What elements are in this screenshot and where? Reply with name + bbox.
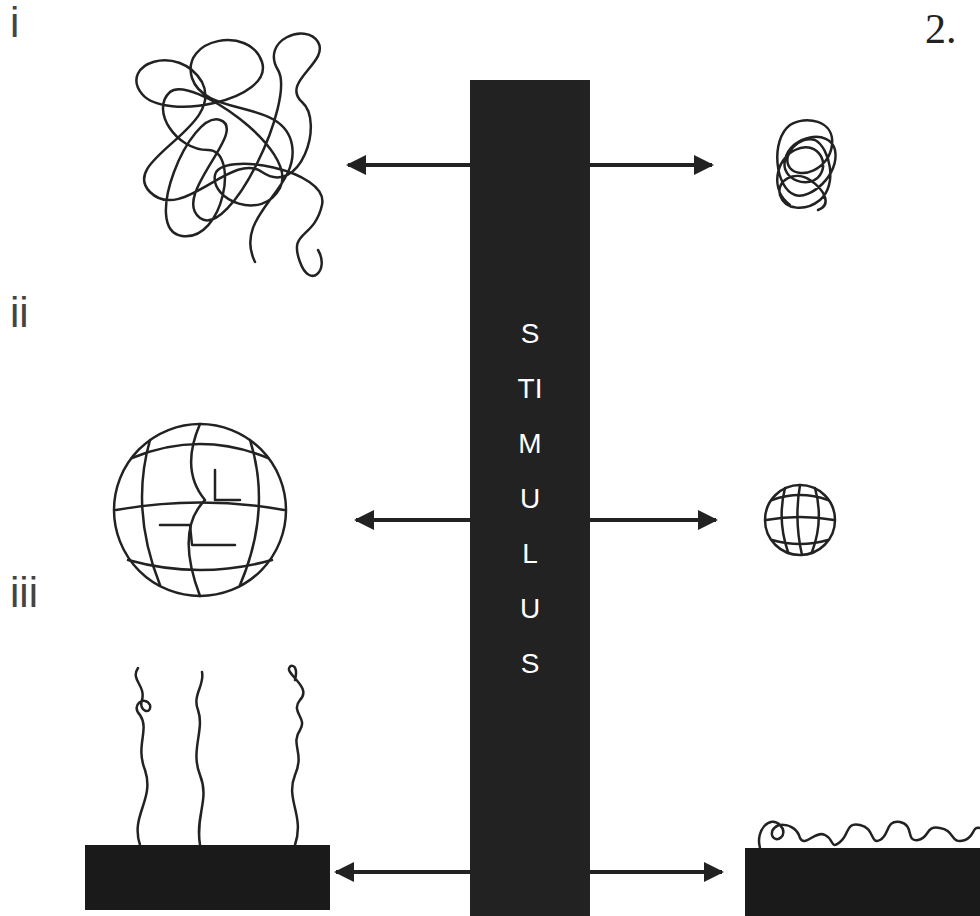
row-label: 2. bbox=[925, 8, 957, 50]
substrate bbox=[745, 848, 980, 916]
collapsed-gel bbox=[765, 485, 835, 555]
extended-brush bbox=[136, 666, 304, 845]
row-label: iii bbox=[10, 572, 38, 614]
arrow bbox=[590, 518, 716, 522]
arrow bbox=[590, 163, 712, 167]
swollen-gel bbox=[114, 424, 286, 596]
substrate bbox=[85, 845, 330, 910]
arrow bbox=[356, 518, 470, 522]
stimulus-bar: STIMULUS bbox=[470, 80, 590, 916]
arrow bbox=[348, 163, 470, 167]
stimulus-label: STIMULUS bbox=[516, 306, 544, 691]
arrow bbox=[336, 870, 470, 874]
collapsed-coil bbox=[777, 120, 835, 210]
row-label: i bbox=[10, 2, 19, 44]
expanded-coil bbox=[136, 34, 322, 276]
collapsed-brush bbox=[759, 822, 980, 848]
row-label: ii bbox=[10, 292, 29, 334]
arrow bbox=[590, 870, 722, 874]
